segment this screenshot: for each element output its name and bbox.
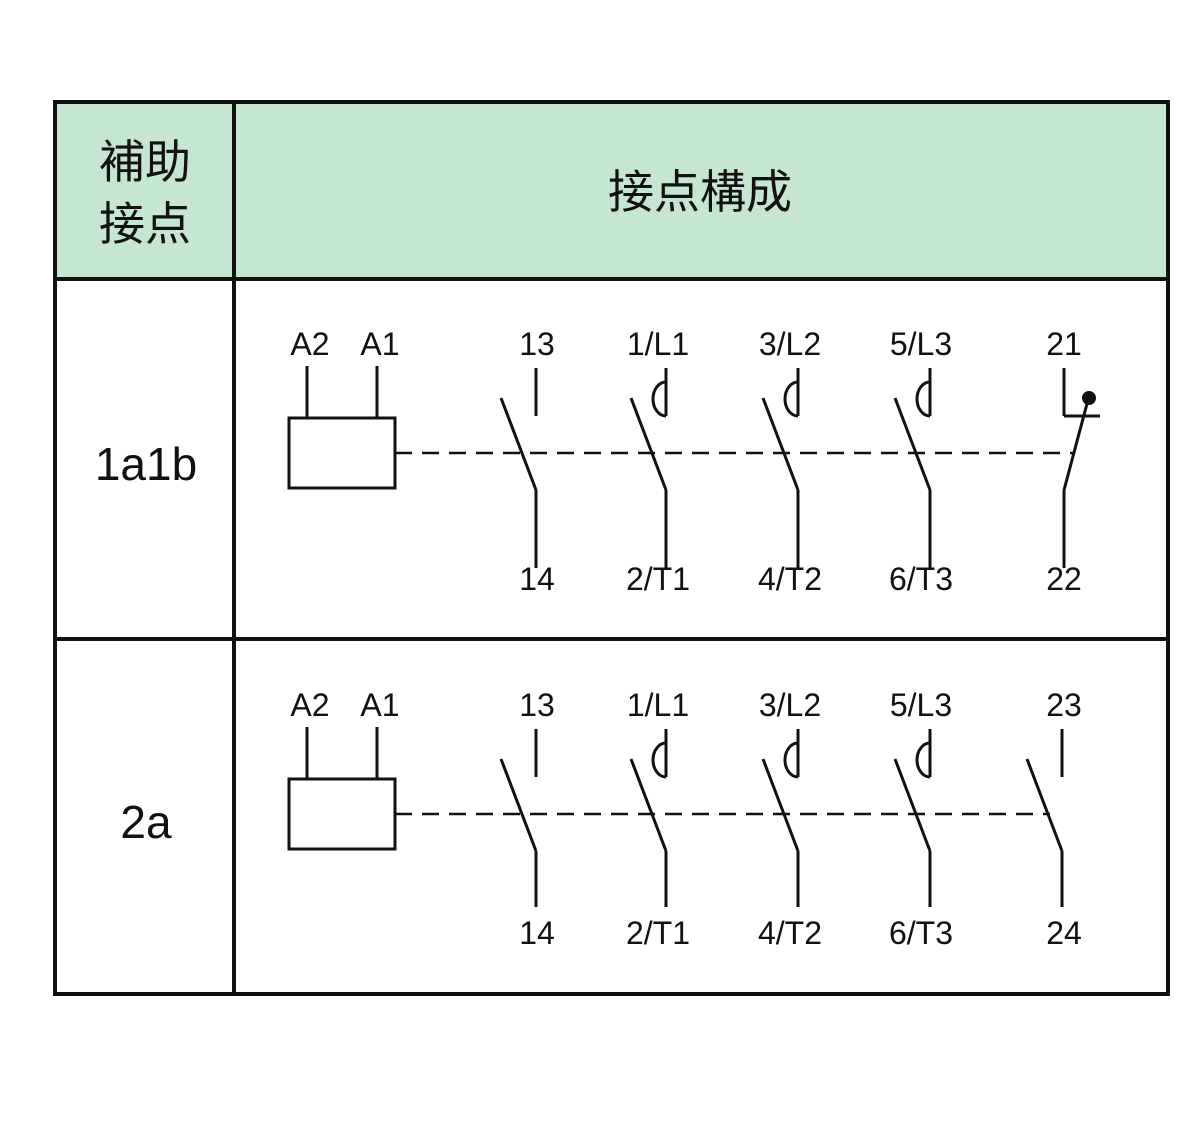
terminal-bottom-6-t3: 6/T3 [889, 561, 953, 597]
coil-terminal-a1: A1 [360, 687, 399, 723]
aux-no-contact-symbol [499, 368, 538, 568]
terminal-top-3-l2: 3/L2 [759, 687, 821, 723]
coil-terminal-a2: A2 [290, 687, 329, 723]
terminal-bottom-2-t1: 2/T1 [626, 561, 690, 597]
row-2a-schematic: A2 A1 13 14 1/L1 2/T1 3/L2 4/T2 [287, 687, 1082, 951]
terminal-top-1-l1: 1/L1 [627, 326, 689, 362]
terminal-top-13: 13 [519, 326, 555, 362]
terminal-top-21: 21 [1046, 326, 1082, 362]
terminal-bottom-14: 14 [519, 915, 555, 951]
coil-symbol [287, 366, 397, 490]
terminal-top-13: 13 [519, 687, 555, 723]
header-contact-configuration: 接点構成 [608, 165, 792, 219]
terminal-bottom-6-t3: 6/T3 [889, 915, 953, 951]
coil-terminal-a1: A1 [360, 326, 399, 362]
main-contact-symbol-l2 [761, 368, 800, 568]
main-contact-symbol-l1 [629, 729, 668, 907]
main-contact-symbol-l1 [629, 368, 668, 568]
header-aux-contact-line2: 接点 [99, 197, 191, 251]
row-1a1b-label: 1a1b [95, 438, 197, 490]
main-contact-symbol-l3 [893, 368, 932, 568]
row-2a-label: 2a [120, 796, 172, 848]
table-grid [53, 100, 1170, 996]
terminal-bottom-4-t2: 4/T2 [758, 561, 822, 597]
main-contact-symbol-l3 [893, 729, 932, 907]
terminal-bottom-24: 24 [1046, 915, 1082, 951]
aux-no-contact-symbol [1025, 729, 1064, 907]
header-aux-contact-line1: 補助 [99, 135, 191, 189]
terminal-top-5-l3: 5/L3 [890, 687, 952, 723]
header-background [55, 102, 1168, 279]
terminal-bottom-22: 22 [1046, 561, 1082, 597]
terminal-bottom-14: 14 [519, 561, 555, 597]
terminal-top-1-l1: 1/L1 [627, 687, 689, 723]
terminal-top-23: 23 [1046, 687, 1082, 723]
aux-no-contact-symbol [499, 729, 538, 907]
terminal-top-3-l2: 3/L2 [759, 326, 821, 362]
terminal-bottom-4-t2: 4/T2 [758, 915, 822, 951]
terminal-bottom-2-t1: 2/T1 [626, 915, 690, 951]
coil-symbol [287, 727, 397, 851]
main-contact-symbol-l2 [761, 729, 800, 907]
coil-terminal-a2: A2 [290, 326, 329, 362]
aux-nc-contact-symbol [1062, 368, 1100, 568]
row-1a1b-schematic: A2 A1 13 14 1/L1 2/T1 3/L2 4/T2 [287, 326, 1100, 597]
terminal-top-5-l3: 5/L3 [890, 326, 952, 362]
